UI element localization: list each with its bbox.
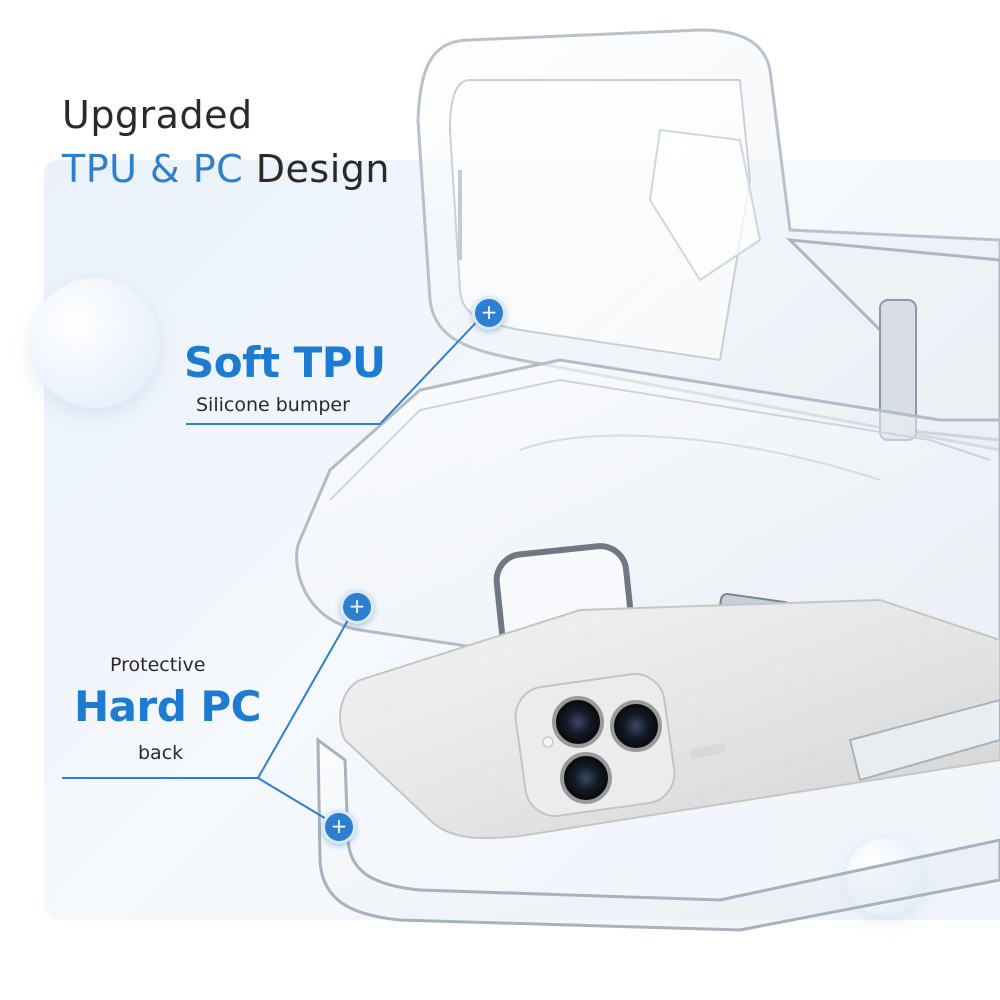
- decorative-bubble-left: [30, 278, 160, 408]
- soft-tpu-bumper: [416, 28, 1000, 452]
- phone-body: [339, 598, 1000, 840]
- headline-line-2: Design: [243, 147, 390, 191]
- plus-icon: +: [472, 296, 506, 330]
- plus-icon: +: [322, 810, 356, 844]
- plus-icon: +: [340, 590, 374, 624]
- headline-accent: TPU & PC: [62, 147, 244, 191]
- hard-pc-title: Hard PC: [74, 682, 262, 731]
- headline-line-1: Upgraded: [62, 93, 253, 137]
- headline: Upgraded TPU & PC Design: [62, 88, 390, 196]
- hard-pc-posttitle: back: [138, 742, 184, 764]
- bottom-bumper-frame: [316, 698, 1000, 932]
- soft-tpu-title: Soft TPU: [184, 338, 386, 387]
- hard-pc-pretitle: Protective: [110, 654, 206, 676]
- soft-tpu-subtitle: Silicone bumper: [196, 394, 350, 416]
